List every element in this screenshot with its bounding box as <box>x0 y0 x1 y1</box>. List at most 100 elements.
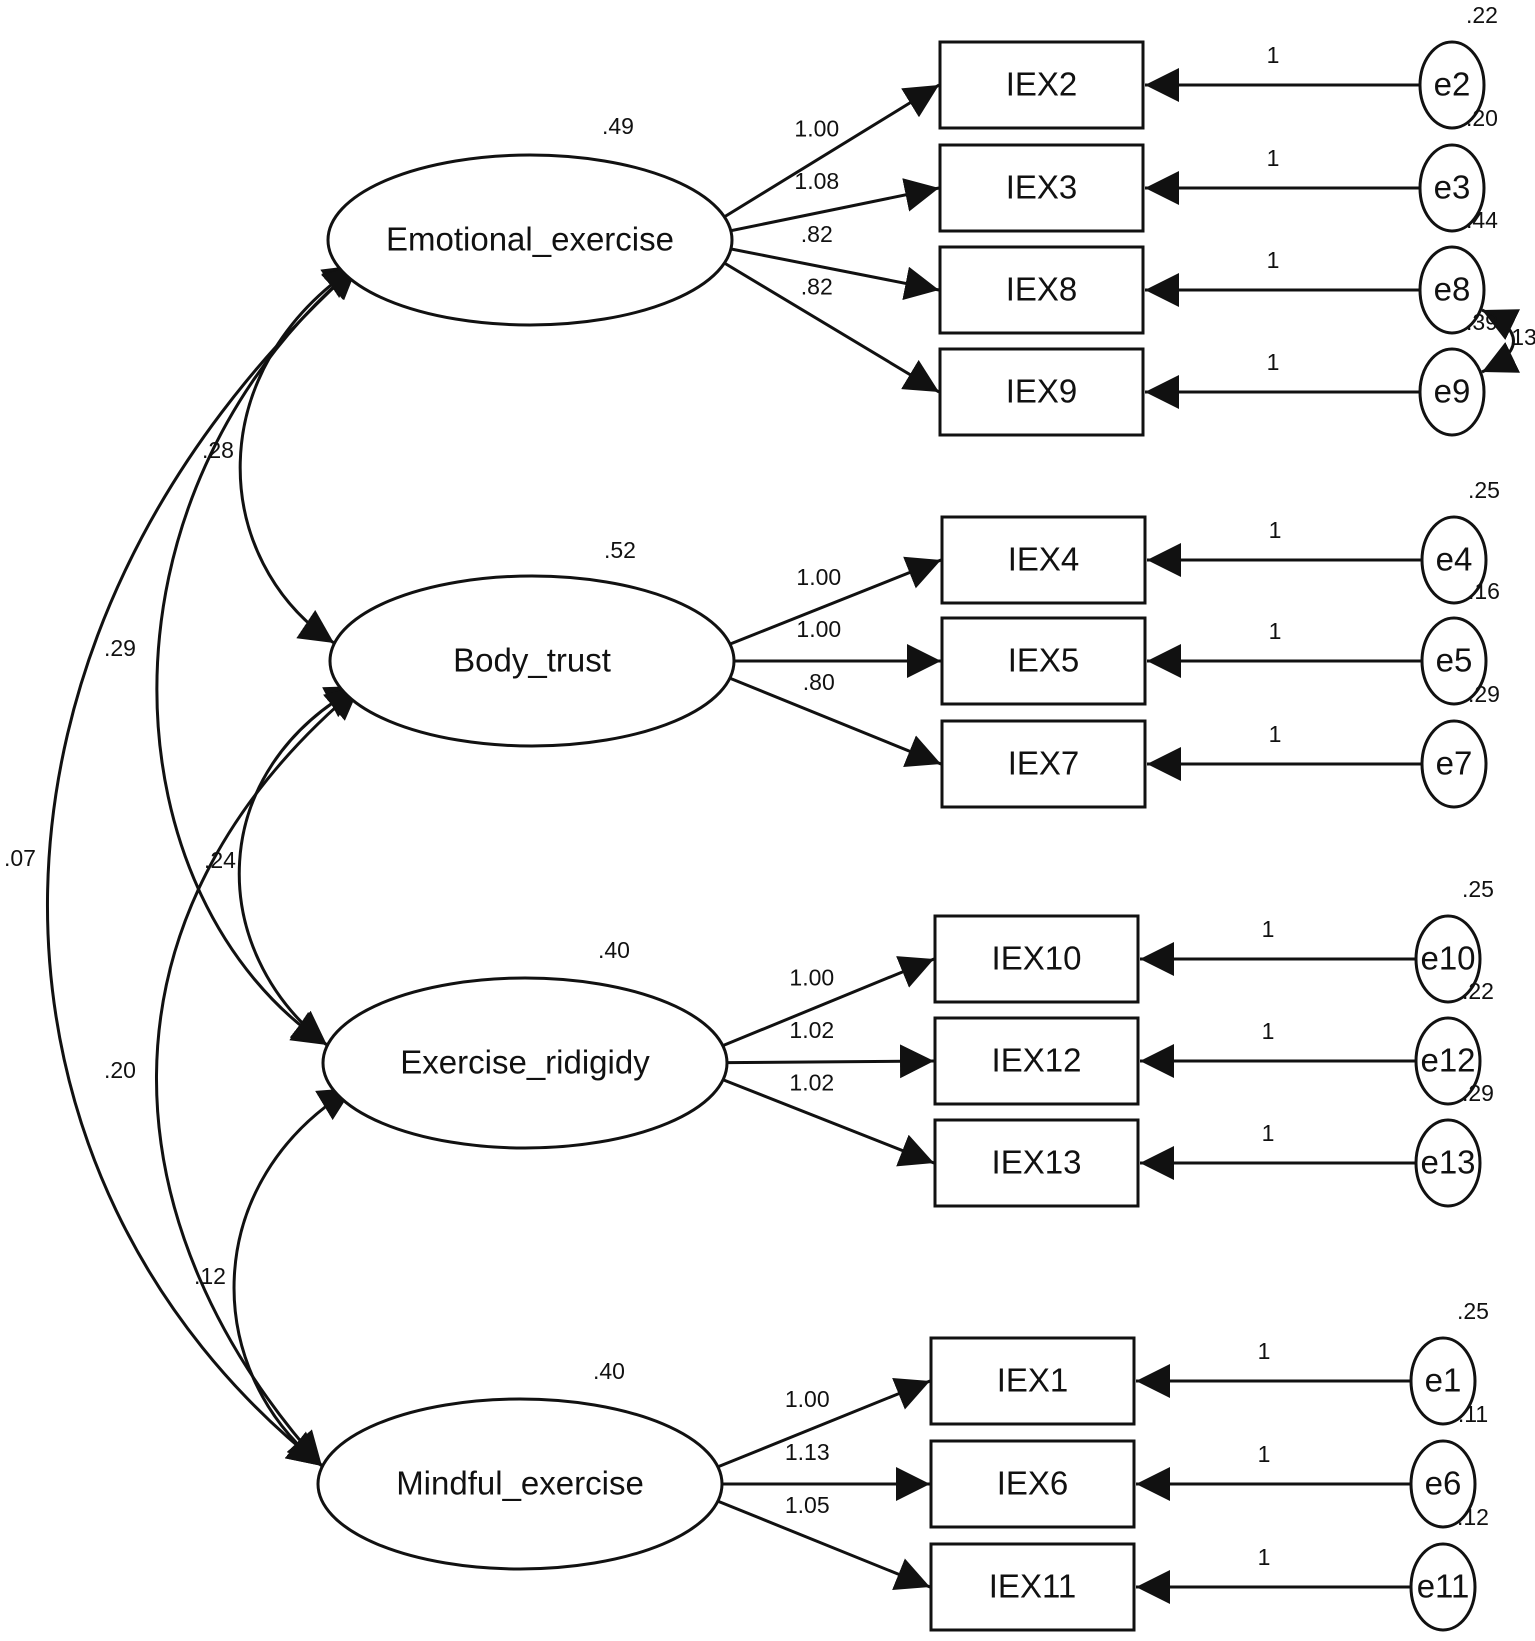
loading-coef: 1.00 <box>796 616 841 642</box>
error-path-coef: 1 <box>1258 1338 1271 1364</box>
indicator-label: IEX11 <box>989 1568 1076 1605</box>
error-label: e12 <box>1420 1042 1475 1079</box>
error-node <box>1414 1118 1482 1208</box>
latent-variance-rig: .40 <box>598 937 630 963</box>
loading-coef: .80 <box>803 669 835 695</box>
latent-label-rig: Exercise_ridigidy <box>400 1044 650 1081</box>
indicator-box <box>940 515 1147 605</box>
loading-coef: .82 <box>801 273 833 299</box>
covariance-emo-rig <box>155 263 359 1047</box>
error-variance: .25 <box>1457 1298 1489 1324</box>
error-path-coef: 1 <box>1258 1544 1271 1570</box>
path-layer <box>705 68 1422 1604</box>
latent-variance-mind: .40 <box>593 1358 625 1384</box>
error-label: e2 <box>1434 66 1471 103</box>
error-node <box>1409 1542 1477 1632</box>
indicator-label: IEX13 <box>992 1144 1082 1181</box>
label-layer: Emotional_exercise.49Body_trust.52Exerci… <box>4 2 1535 1605</box>
covariance-layer <box>46 263 1521 1468</box>
error-label: e1 <box>1425 1362 1462 1399</box>
loading-path <box>715 83 940 224</box>
error-label: e13 <box>1420 1144 1475 1181</box>
loading-path <box>717 556 942 651</box>
indicator-label: IEX3 <box>1006 169 1078 206</box>
error-node <box>1420 719 1488 809</box>
indicator-box <box>929 1336 1136 1426</box>
covariance-emo-mind <box>46 263 360 1468</box>
covariance-coef-body-mind: .20 <box>104 1057 136 1083</box>
loading-coef: 1.00 <box>794 115 839 141</box>
covariance-body-mind <box>155 684 361 1468</box>
indicator-box <box>933 914 1140 1004</box>
error-path-coef: 1 <box>1269 517 1282 543</box>
error-variance: .29 <box>1462 1080 1494 1106</box>
indicator-label: IEX1 <box>997 1362 1069 1399</box>
error-label: e6 <box>1425 1465 1462 1502</box>
error-label: e3 <box>1434 169 1471 206</box>
error-node <box>1414 1016 1482 1106</box>
error-variance: .16 <box>1468 578 1500 604</box>
indicator-box <box>938 40 1145 130</box>
latent-variance-body: .52 <box>604 537 636 563</box>
indicator-box <box>929 1542 1136 1632</box>
indicator-box <box>933 1118 1140 1208</box>
latent-label-mind: Mindful_exercise <box>396 1465 644 1502</box>
error-label: e8 <box>1434 271 1471 308</box>
error-path-coef: 1 <box>1262 1018 1275 1044</box>
indicator-box <box>938 347 1145 437</box>
loading-coef: 1.05 <box>785 1492 830 1518</box>
error-path-coef: 1 <box>1267 247 1280 273</box>
error-node <box>1420 616 1488 706</box>
loading-coef: 1.00 <box>796 564 841 590</box>
error-variance: .22 <box>1466 2 1498 28</box>
latent-variance-emo: .49 <box>602 113 634 139</box>
indicator-box <box>940 719 1147 809</box>
loading-coef: 1.13 <box>785 1439 830 1465</box>
indicator-box <box>929 1439 1136 1529</box>
error-node <box>1418 245 1486 335</box>
loading-path <box>715 256 940 394</box>
loading-path <box>710 1044 935 1079</box>
indicator-label: IEX8 <box>1006 271 1078 308</box>
error-label: e5 <box>1436 642 1473 679</box>
loading-coef: .82 <box>801 221 833 247</box>
latent-rig <box>321 976 729 1150</box>
error-variance: .29 <box>1468 681 1500 707</box>
covariance-coef-emo-mind: .07 <box>4 845 36 871</box>
error-variance: .25 <box>1468 477 1500 503</box>
error-covariance-e8-e9 <box>1481 308 1521 374</box>
loading-coef: 1.08 <box>794 168 839 194</box>
error-variance: .22 <box>1462 978 1494 1004</box>
error-label: e10 <box>1420 940 1475 977</box>
covariance-coef-emo-rig: .29 <box>104 635 136 661</box>
error-variance: .12 <box>1457 1504 1489 1530</box>
covariance-coef-emo-body: .28 <box>202 437 234 463</box>
indicator-label: IEX12 <box>992 1042 1082 1079</box>
loading-path <box>715 244 940 301</box>
indicator-label: IEX6 <box>997 1465 1069 1502</box>
error-label: e11 <box>1417 1568 1470 1605</box>
latent-emo <box>326 153 734 327</box>
error-node <box>1418 347 1486 437</box>
loading-path <box>715 178 940 236</box>
node-layer <box>316 40 1488 1632</box>
error-covariance-coef: 13 <box>1511 324 1535 350</box>
indicator-label: IEX9 <box>1006 373 1078 410</box>
error-path-coef: 1 <box>1267 42 1280 68</box>
error-label: e7 <box>1436 745 1473 782</box>
indicator-box <box>933 1016 1140 1106</box>
error-path-coef: 1 <box>1258 1441 1271 1467</box>
error-node <box>1420 515 1488 605</box>
error-node <box>1409 1336 1477 1426</box>
error-path-coef: 1 <box>1269 618 1282 644</box>
loading-coef: 1.00 <box>789 964 834 990</box>
error-node <box>1414 914 1482 1004</box>
indicator-label: IEX2 <box>1006 66 1078 103</box>
covariance-rig-mind <box>232 1086 354 1468</box>
latent-body <box>328 574 736 748</box>
latent-label-body: Body_trust <box>453 642 611 679</box>
error-node <box>1418 143 1486 233</box>
indicator-label: IEX4 <box>1008 541 1080 578</box>
error-variance: .39 <box>1466 309 1498 335</box>
